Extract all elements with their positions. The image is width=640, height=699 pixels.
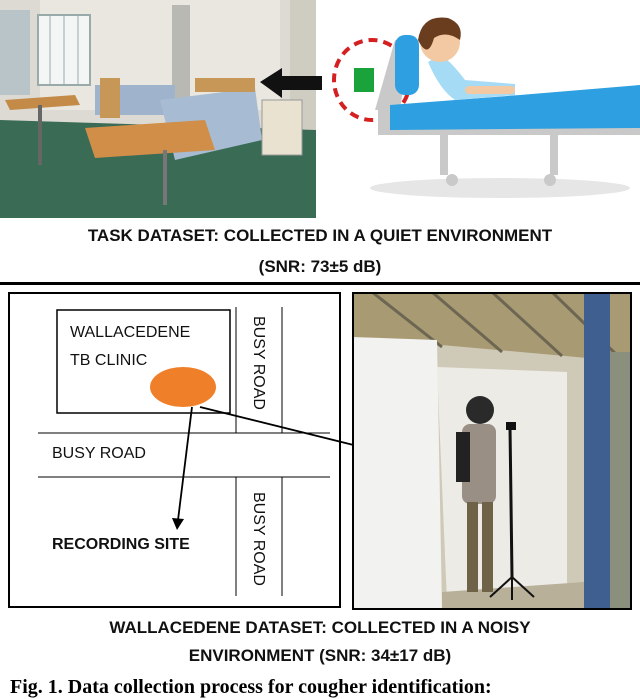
top-caption-line1: TASK DATASET: COLLECTED IN A QUIET ENVIR…	[87, 226, 553, 245]
road-label-vertical-top: BUSY ROAD	[250, 316, 267, 410]
recording-site-marker	[150, 367, 216, 407]
clinic-box	[56, 309, 231, 414]
bottom-caption-line2: ENVIRONMENT (SNR: 34±17 dB)	[188, 646, 452, 665]
road-label-horizontal: BUSY ROAD	[52, 445, 146, 462]
road-label-vertical-bottom: BUSY ROAD	[250, 492, 267, 586]
map-frame	[8, 292, 341, 608]
left-arrow-icon	[260, 68, 322, 98]
hospital-ward-photo	[0, 0, 316, 218]
top-caption-line2: (SNR: 73±5 dB)	[258, 257, 382, 276]
recording-site-label: RECORDING SITE	[52, 536, 190, 553]
section-divider	[0, 282, 640, 285]
clinic-label-line2: TB CLINIC	[70, 352, 148, 369]
bottom-caption-line1: WALLACEDENE DATASET: COLLECTED IN A NOIS…	[109, 618, 531, 637]
recording-booth-photo	[352, 292, 632, 610]
patient-bed-illustration	[260, 17, 640, 198]
arrow-head-icon	[172, 518, 184, 530]
clinic-label-line1: WALLACEDENE	[70, 324, 191, 341]
microphone-icon	[506, 422, 516, 430]
figure-caption: Fig. 1. Data collection process for coug…	[10, 676, 492, 698]
phone-icon	[354, 68, 374, 92]
